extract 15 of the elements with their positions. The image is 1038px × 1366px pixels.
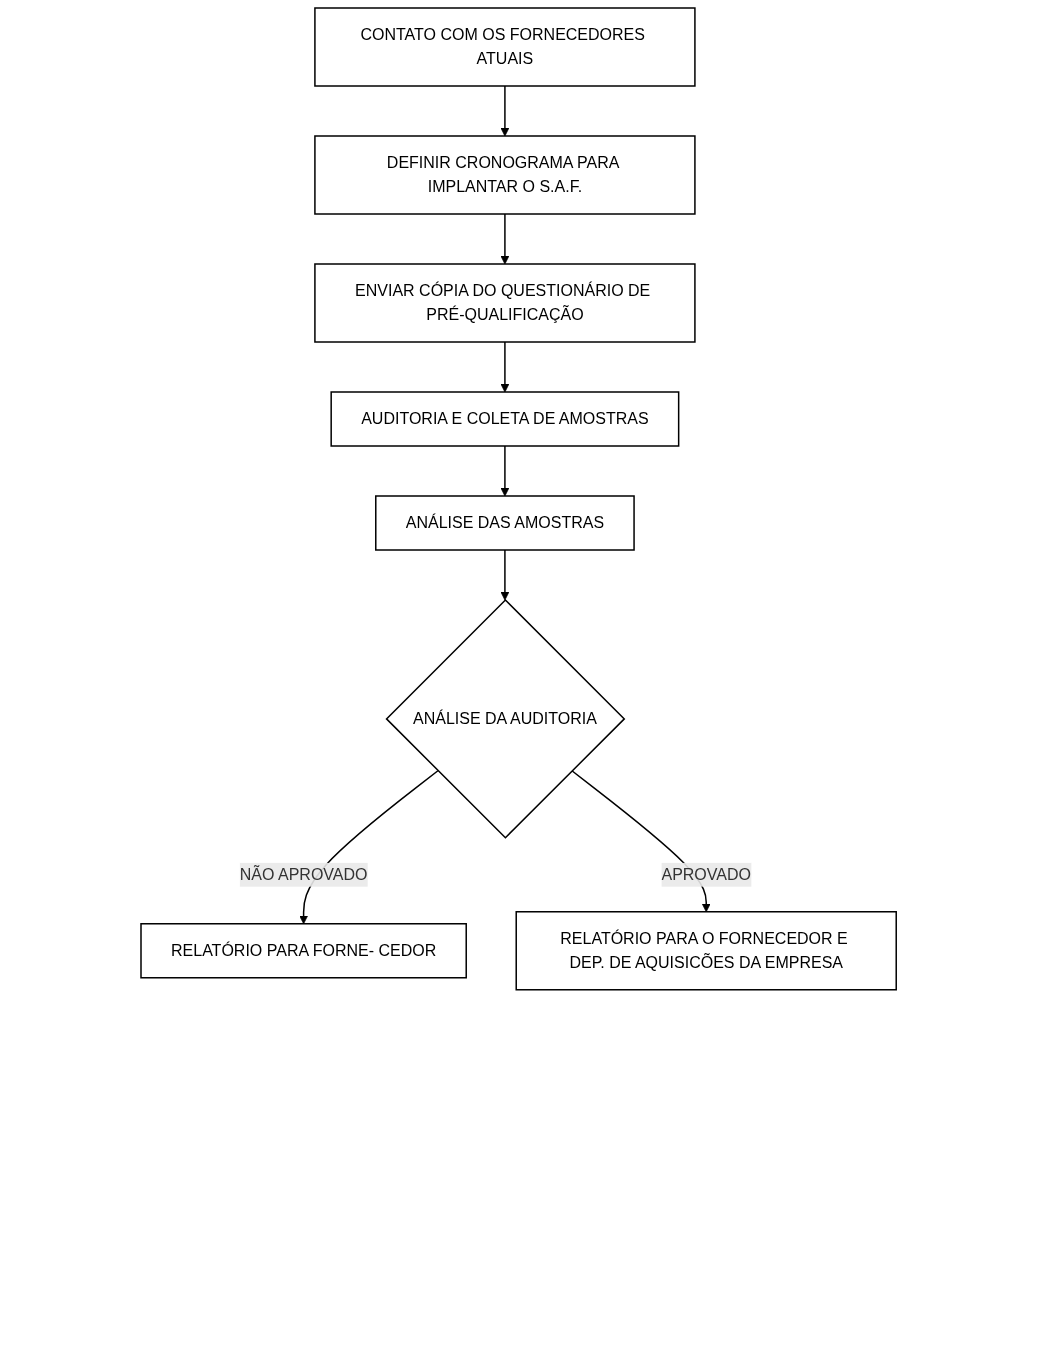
- node-box: AUDITORIA E COLETA DE AMOSTRAS: [330, 391, 680, 447]
- node-box: RELATÓRIO PARA O FORNECEDOR E DEP. DE AQUISICÕES DA EMPRESA: [515, 911, 898, 991]
- node-diamond: ANÁLISE DA AUDITORIA: [385, 598, 626, 839]
- node-box: CONTATO COM OS FORNECEDORES ATUAIS: [314, 7, 697, 87]
- arrow: [500, 213, 510, 265]
- arrow: [500, 85, 510, 137]
- arrow: [500, 549, 510, 601]
- node-box: RELATÓRIO PARA FORNE- CEDOR: [140, 923, 468, 979]
- edge-label: APROVADO: [661, 865, 752, 883]
- node-box: ENVIAR CÓPIA DO QUESTIONÁRIO DE PRÉ-QUALIFICAÇÃO: [314, 263, 697, 343]
- node-box: DEFINIR CRONOGRAMA PARA IMPLANTAR O S.A.F.: [314, 135, 697, 215]
- edge-label: NÃO APROVADO: [240, 865, 368, 883]
- arrow: [500, 445, 510, 497]
- node-box: ANÁLISE DAS AMOSTRAS: [375, 495, 636, 551]
- arrow: [500, 341, 510, 393]
